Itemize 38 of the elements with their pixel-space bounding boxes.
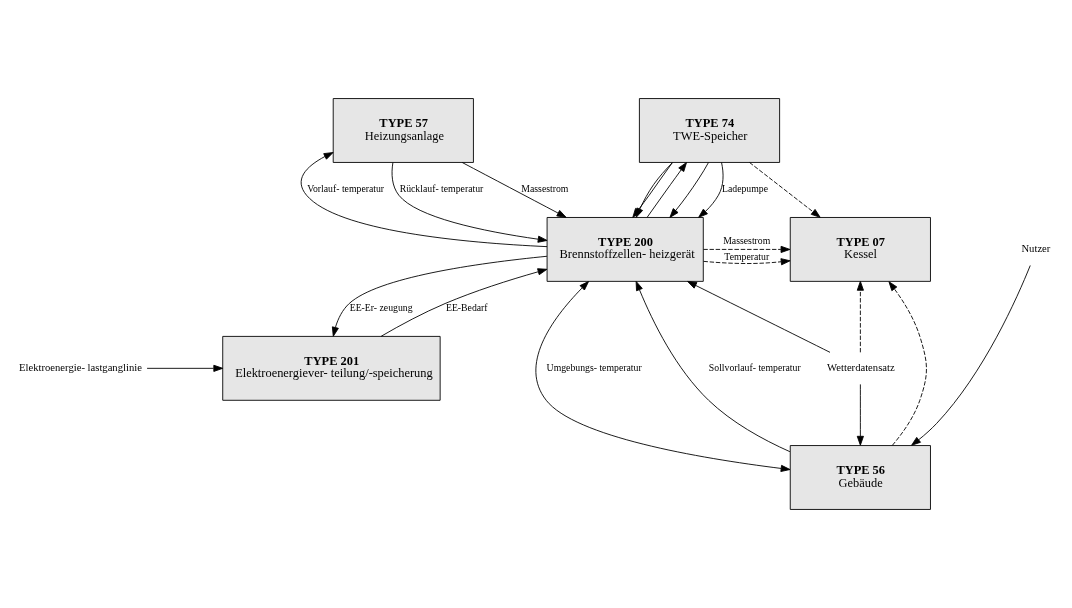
arrow [146, 364, 224, 372]
arrow [380, 268, 548, 337]
arrow [391, 162, 548, 243]
arrow [646, 162, 687, 218]
edge-label: Sollvorlauf- temperatur [708, 361, 801, 373]
edge-label: Vorlauf- temperatur [307, 183, 385, 195]
node-text: Nutzer [1021, 243, 1051, 255]
edge-label: Massestrom [521, 183, 569, 195]
node-text: Elektroenergie- lastganglinie [19, 362, 142, 374]
edge-label: Umgebungs- temperatur [546, 361, 642, 373]
arrow [888, 281, 927, 446]
node-box: TYPE 07 Kessel [789, 217, 931, 282]
arrow [635, 280, 791, 453]
arrow [535, 281, 791, 472]
arrow [331, 255, 548, 337]
arrow [703, 245, 791, 253]
node-box: TYPE 56 Gebäude [789, 445, 931, 510]
node-box: TYPE 74 TWE-Speicher [638, 98, 781, 163]
arrow [749, 162, 821, 218]
node-box: TYPE 57 Heizungsanlage [332, 98, 474, 163]
arrow [461, 162, 567, 218]
edge-label: Temperatur [724, 250, 770, 262]
arrow [856, 383, 864, 446]
arrow [687, 280, 831, 353]
arrow [911, 265, 1031, 446]
arrow [856, 280, 864, 353]
arrow [300, 152, 548, 248]
node-box: TYPE 200 Brennstoffzellen- heizgerät [546, 217, 704, 282]
arrow [698, 162, 724, 218]
edge-label: Massestrom [723, 234, 771, 246]
edge-label: EE-Er- zeugung [349, 302, 413, 314]
edge-label: Ladepumpe [721, 183, 769, 195]
edge-label: Rücklauf- temperatur [399, 183, 484, 195]
edge-label: EE-Bedarf [445, 302, 488, 314]
arrow [703, 258, 791, 266]
arrow [669, 162, 709, 218]
node-box: TYPE 201 Elektroenergiever- teilung/-speicherung [222, 335, 441, 401]
node-text: Wetterdatensatz [827, 362, 895, 374]
